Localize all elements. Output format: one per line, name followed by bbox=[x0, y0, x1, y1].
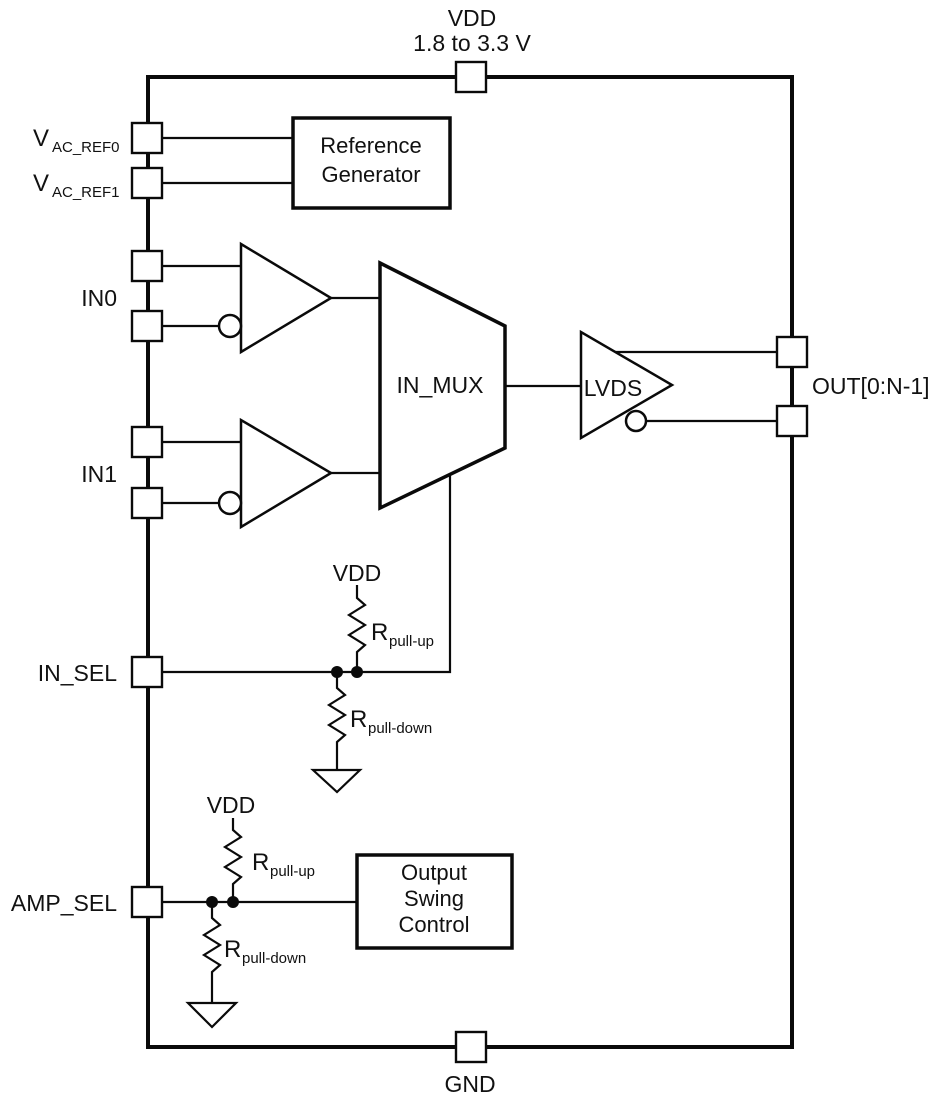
junction-dot bbox=[227, 896, 239, 908]
ground-symbol-insel bbox=[310, 768, 363, 794]
pin-in1-neg bbox=[130, 486, 164, 520]
output-swing-control-label-line1: Output bbox=[401, 860, 467, 885]
rpullup-label-ampsel-subscript: pull-up bbox=[270, 863, 315, 880]
vdd-range-label: 1.8 to 3.3 V bbox=[413, 30, 531, 56]
out-pin-label: OUT[0:N-1] bbox=[812, 373, 930, 399]
pin-vdd bbox=[454, 60, 488, 94]
ground-symbol-ampsel bbox=[185, 1001, 239, 1029]
resistor-pullup-insel bbox=[346, 585, 368, 672]
vac-ref1-label: V bbox=[33, 170, 49, 197]
inversion-bubble-in0 bbox=[217, 313, 243, 339]
pin-out-neg bbox=[775, 404, 809, 438]
junction-dot bbox=[206, 896, 218, 908]
junction-dot bbox=[351, 666, 363, 678]
vdd-pin-label: VDD bbox=[448, 5, 497, 31]
rpullup-label-insel: R bbox=[371, 619, 388, 646]
lvds-driver bbox=[579, 329, 675, 441]
wire-insel-to-mux bbox=[162, 474, 452, 674]
pin-in1-pos bbox=[130, 425, 164, 459]
reference-generator-block bbox=[291, 116, 452, 210]
rpullup-label-insel-subscript: pull-up bbox=[389, 633, 434, 650]
in0-pin-label: IN0 bbox=[81, 285, 117, 311]
in1-pin-label: IN1 bbox=[81, 461, 117, 487]
input-buffer-in1 bbox=[239, 417, 334, 530]
gnd-pin-label: GND bbox=[444, 1071, 495, 1097]
vac-ref0-label-subscript: AC_REF0 bbox=[52, 139, 120, 156]
rpulldown-label-ampsel: R bbox=[224, 936, 241, 963]
pin-in-sel bbox=[130, 655, 164, 689]
output-swing-control-block bbox=[355, 853, 514, 950]
rpulldown-label-insel: R bbox=[350, 706, 367, 733]
pin-gnd bbox=[454, 1030, 488, 1064]
rpulldown-label-insel-subscript: pull-down bbox=[368, 720, 432, 737]
pin-in0-neg bbox=[130, 309, 164, 343]
output-swing-control-label-line2: Swing bbox=[404, 886, 464, 911]
pin-in0-pos bbox=[130, 249, 164, 283]
reference-generator-label-line2: Generator bbox=[321, 162, 420, 187]
vac-ref1-label-subscript: AC_REF1 bbox=[52, 184, 120, 201]
in-sel-pin-label: IN_SEL bbox=[38, 660, 117, 686]
resistor-pulldown-insel bbox=[326, 672, 348, 770]
vdd-label-ampsel-pullup: VDD bbox=[207, 792, 256, 818]
input-buffer-in0 bbox=[239, 241, 334, 355]
in-mux-block bbox=[378, 260, 507, 511]
rpullup-label-ampsel: R bbox=[252, 849, 269, 876]
lvds-label: LVDS bbox=[584, 375, 642, 401]
pin-vac-ref0 bbox=[130, 121, 164, 155]
reference-generator-label-line1: Reference bbox=[320, 133, 422, 158]
resistor-pulldown-ampsel bbox=[201, 902, 223, 1003]
in-mux-label: IN_MUX bbox=[397, 372, 484, 398]
resistor-pullup-ampsel bbox=[222, 818, 244, 902]
pin-amp-sel bbox=[130, 885, 164, 919]
vdd-label-insel-pullup: VDD bbox=[333, 560, 382, 586]
pin-vac-ref1 bbox=[130, 166, 164, 200]
junction-dot bbox=[331, 666, 343, 678]
inversion-bubble-in1 bbox=[217, 490, 243, 516]
vac-ref0-label: V bbox=[33, 125, 49, 152]
amp-sel-pin-label: AMP_SEL bbox=[11, 890, 117, 916]
output-swing-control-label-line3: Control bbox=[399, 912, 470, 937]
pin-out-pos bbox=[775, 335, 809, 369]
rpulldown-label-ampsel-subscript: pull-down bbox=[242, 950, 306, 967]
inversion-bubble-lvds bbox=[624, 409, 648, 433]
